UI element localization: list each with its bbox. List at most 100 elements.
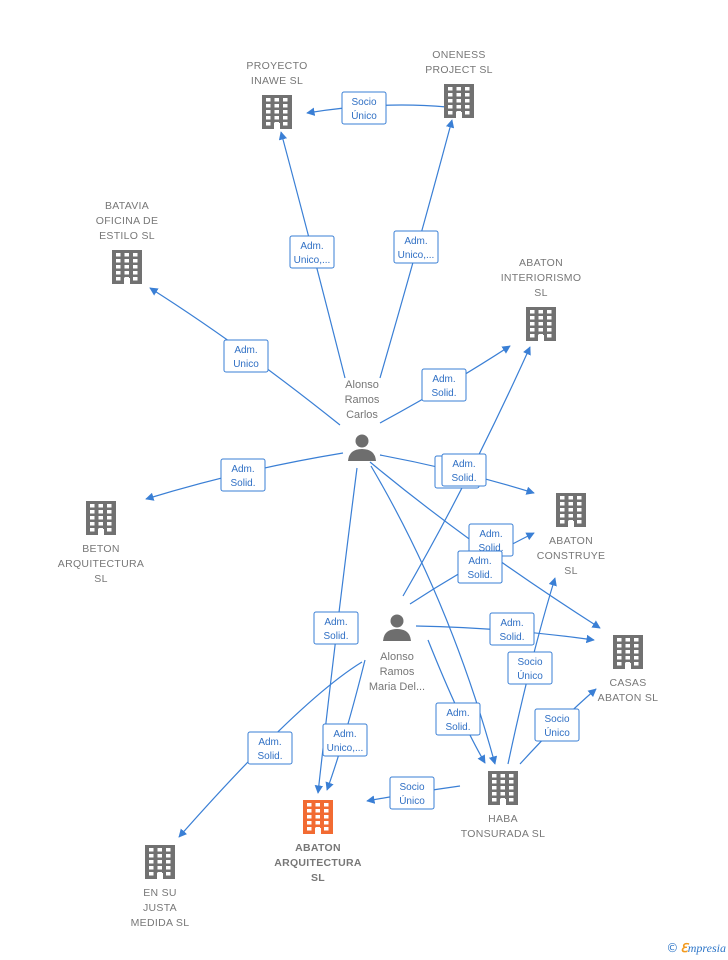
node-label-line: HABA bbox=[488, 813, 518, 825]
edge-label-text: Unico,... bbox=[294, 255, 331, 266]
node-label-line: SL bbox=[534, 287, 547, 299]
edge-label-text: Socio bbox=[517, 657, 542, 668]
node-label-line: INAWE SL bbox=[251, 75, 303, 87]
building-icon bbox=[112, 250, 142, 284]
node-label-line: Ramos bbox=[380, 666, 415, 678]
node-label-line: BETON bbox=[82, 543, 119, 555]
node-oneness[interactable]: ONENESS PROJECT SL bbox=[425, 49, 493, 118]
node-label-line: SL bbox=[564, 565, 577, 577]
node-label-line: MEDIDA SL bbox=[131, 917, 190, 929]
node-label-line: Ramos bbox=[345, 394, 380, 406]
node-label-line: ESTILO SL bbox=[99, 230, 155, 242]
edges-layer bbox=[145, 104, 601, 838]
node-label-line: JUSTA bbox=[143, 902, 177, 914]
edge-label-carlos-beton: Adm. Solid. bbox=[220, 458, 266, 492]
edge-label-carlos-casas: Adm.Solid. bbox=[468, 523, 514, 557]
edge-label-text: Adm. bbox=[432, 374, 455, 385]
node-label-line: ABATON bbox=[549, 535, 593, 547]
person-icon bbox=[383, 614, 411, 641]
edge-labels-layer: SocioÚnicoAdm.Unico,...Adm.Unico,...Adm.… bbox=[220, 91, 580, 810]
edge-label-text: Único bbox=[544, 726, 570, 739]
edge-label-text: Único bbox=[399, 794, 425, 807]
node-label-line: CONSTRUYE bbox=[537, 550, 606, 562]
edge-label-maria-construye: Adm.Solid. bbox=[457, 550, 503, 584]
node-beton[interactable]: BETON ARQUITECTURA SL bbox=[58, 501, 144, 585]
node-construye[interactable]: ABATON CONSTRUYE SL bbox=[537, 493, 606, 577]
edge-label-text: Unico,... bbox=[327, 743, 364, 754]
building-icon bbox=[86, 501, 116, 535]
edge-label-text: Adm. bbox=[258, 737, 281, 748]
edge-maria-to-arquitectura bbox=[178, 661, 363, 838]
edge-label-text: Único bbox=[351, 109, 377, 122]
building-icon bbox=[262, 95, 292, 129]
edge-label-text: Adm. bbox=[446, 708, 469, 719]
brand-name: mpresia bbox=[687, 941, 726, 955]
edge-label-carlos-batavia: Adm. Unico bbox=[223, 339, 269, 373]
node-label-line: CASAS bbox=[609, 677, 646, 689]
edge-label-maria-casas: Adm. Solid. bbox=[489, 612, 535, 646]
building-icon bbox=[526, 307, 556, 341]
building-icon bbox=[145, 845, 175, 879]
node-label-line: EN SU bbox=[143, 887, 177, 899]
edge-label-carlos-haba: Adm.Solid. bbox=[441, 453, 487, 487]
edge-label-text: Solid. bbox=[445, 722, 470, 733]
building-icon bbox=[303, 800, 333, 834]
node-ensujusta[interactable]: EN SU JUSTA MEDIDA SL bbox=[131, 845, 190, 929]
node-label-line: Maria Del... bbox=[369, 681, 425, 693]
edge-label-maria-haba: Adm. Solid. bbox=[435, 702, 481, 736]
node-label-line: Alonso bbox=[380, 651, 414, 663]
copyright-symbol: © bbox=[666, 941, 679, 955]
edge-carlos-to-haba bbox=[370, 465, 498, 765]
node-label-line: ARQUITECTURA bbox=[58, 558, 144, 570]
edge-label-text: Adm. bbox=[333, 729, 356, 740]
edge-label-carlos-interiorismo: Adm. Solid. bbox=[421, 368, 467, 402]
edge-label-text: Solid. bbox=[230, 478, 255, 489]
edge-label-text: Solid. bbox=[431, 388, 456, 399]
edge-label-text: Socio bbox=[544, 714, 569, 725]
brand-initial: ℇ bbox=[680, 941, 688, 955]
edge-label-carlos-oneness: Adm.Unico,... bbox=[393, 230, 439, 264]
edge-label-text: Adm. bbox=[500, 618, 523, 629]
node-label-line: Carlos bbox=[346, 409, 378, 421]
edge-label-text: Solid. bbox=[499, 632, 524, 643]
edge-label-carlos-arquitectura: Adm. Solid. bbox=[313, 611, 359, 645]
edge-label-text: Solid. bbox=[257, 751, 282, 762]
edge-label-text: Solid. bbox=[451, 473, 476, 484]
edge-label-text: Solid. bbox=[478, 543, 503, 554]
node-label-line: INTERIORISMO bbox=[501, 272, 582, 284]
edge-label-text: Unico bbox=[233, 359, 259, 370]
edge-label-text: Adm. bbox=[324, 617, 347, 628]
node-casas[interactable]: CASAS ABATON SL bbox=[598, 635, 659, 704]
edge-label-text: Socio bbox=[351, 97, 376, 108]
edge-label-text: Único bbox=[517, 669, 543, 682]
edge-label-carlos-proyecto: Adm.Unico,... bbox=[289, 235, 335, 269]
edge-label-text: Unico,... bbox=[398, 250, 435, 261]
edge-label-text: Solid. bbox=[323, 631, 348, 642]
node-label-line: PROJECT SL bbox=[425, 64, 493, 76]
edge-label-text: Adm. bbox=[231, 464, 254, 475]
edge-label-maria-arquitectura: Adm. Solid. bbox=[247, 731, 293, 765]
node-label-line: SL bbox=[94, 573, 107, 585]
node-label-line: ARQUITECTURA bbox=[274, 857, 362, 869]
node-label-line: ABATON SL bbox=[598, 692, 659, 704]
node-label-line: ONENESS bbox=[432, 49, 485, 61]
node-label-line: SL bbox=[311, 872, 325, 884]
edge-label-text: Adm. bbox=[234, 345, 257, 356]
node-label-line: OFICINA DE bbox=[96, 215, 159, 227]
building-icon bbox=[556, 493, 586, 527]
edge-label-maria-ensujusta: Adm. Unico,... bbox=[322, 723, 368, 757]
building-icon bbox=[444, 84, 474, 118]
